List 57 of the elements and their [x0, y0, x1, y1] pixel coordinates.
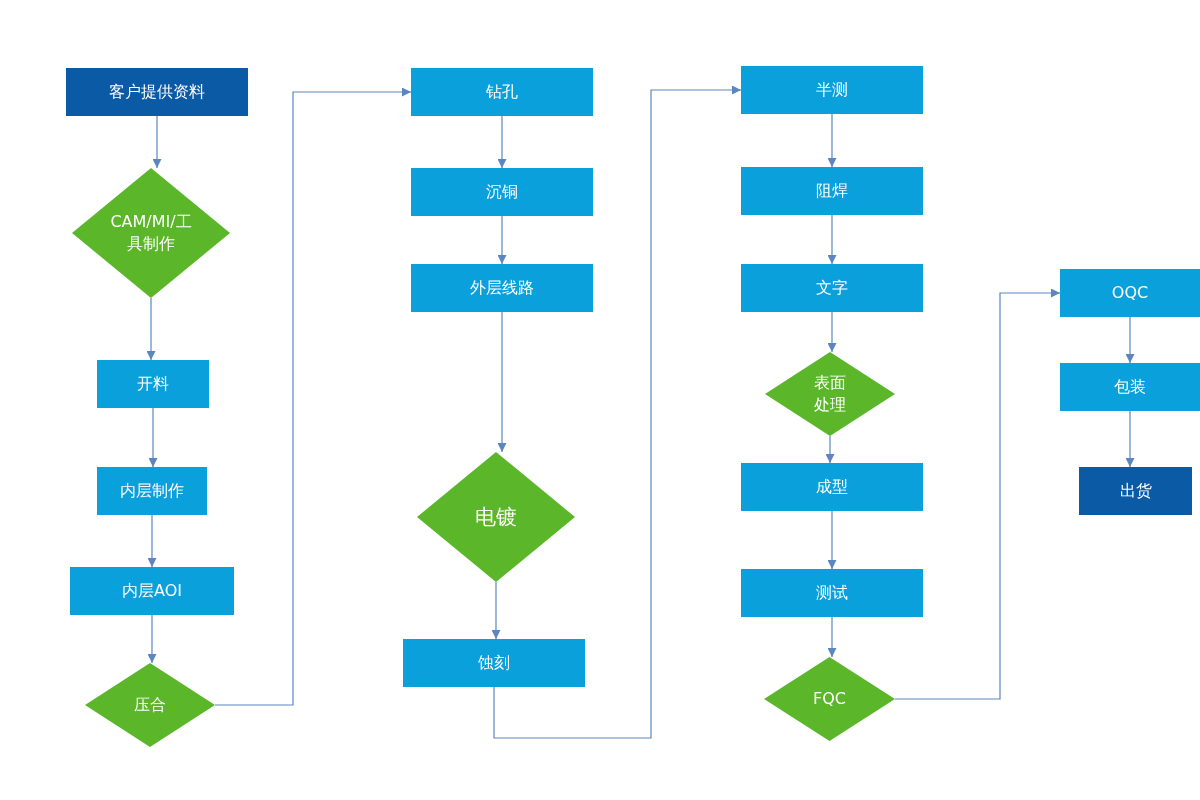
process-box [403, 639, 585, 687]
process-box [411, 168, 593, 216]
process-box [741, 66, 923, 114]
node-label: 成型 [816, 476, 848, 498]
process-box [741, 167, 923, 215]
node-label: 压合 [134, 694, 166, 716]
process-box [66, 68, 248, 116]
node-label: 测试 [816, 582, 848, 604]
node-label: 客户提供资料 [109, 81, 205, 103]
arrow [1125, 316, 1135, 364]
node-label: 开料 [137, 373, 169, 395]
node-label: CAM/MI/工具制作 [109, 211, 193, 255]
node-label: 内层制作 [120, 480, 184, 502]
node-label: OQC [1111, 282, 1149, 304]
arrow [1125, 410, 1135, 468]
arrow [894, 288, 1061, 700]
arrow [827, 311, 837, 353]
arrow [152, 115, 162, 169]
arrow [827, 113, 837, 168]
arrow [497, 311, 507, 453]
arrow [825, 435, 835, 464]
arrow [148, 407, 158, 468]
node-label: 电镀 [475, 503, 517, 531]
process-box [70, 567, 234, 615]
arrow [827, 616, 837, 658]
node-label: FQC [813, 688, 846, 710]
process-box [1060, 269, 1200, 317]
process-box [1060, 363, 1200, 411]
arrow [147, 514, 157, 568]
node-label: 钻孔 [486, 81, 518, 103]
node-label: 阻焊 [816, 180, 848, 202]
node-label: 内层AOI [122, 580, 182, 602]
node-label: 外层线路 [470, 277, 534, 299]
process-box [411, 264, 593, 312]
arrow [827, 214, 837, 265]
node-label: 包装 [1114, 376, 1146, 398]
arrow [493, 85, 742, 739]
process-box [1079, 467, 1192, 515]
arrow [827, 510, 837, 570]
arrow [147, 614, 157, 664]
process-box [411, 68, 593, 116]
node-label: 表面处理 [813, 372, 847, 416]
arrow [491, 581, 501, 640]
arrow [497, 215, 507, 265]
arrow [146, 297, 156, 361]
node-label: 沉铜 [486, 181, 518, 203]
arrow [214, 87, 412, 706]
node-label: 文字 [816, 277, 848, 299]
node-label: 出货 [1119, 480, 1152, 502]
node-label: 半测 [816, 79, 848, 101]
process-box [741, 264, 923, 312]
process-box [97, 360, 209, 408]
arrow [497, 115, 507, 169]
process-box [97, 467, 207, 515]
process-box [741, 463, 923, 511]
node-label: 蚀刻 [478, 652, 510, 674]
process-box [741, 569, 923, 617]
